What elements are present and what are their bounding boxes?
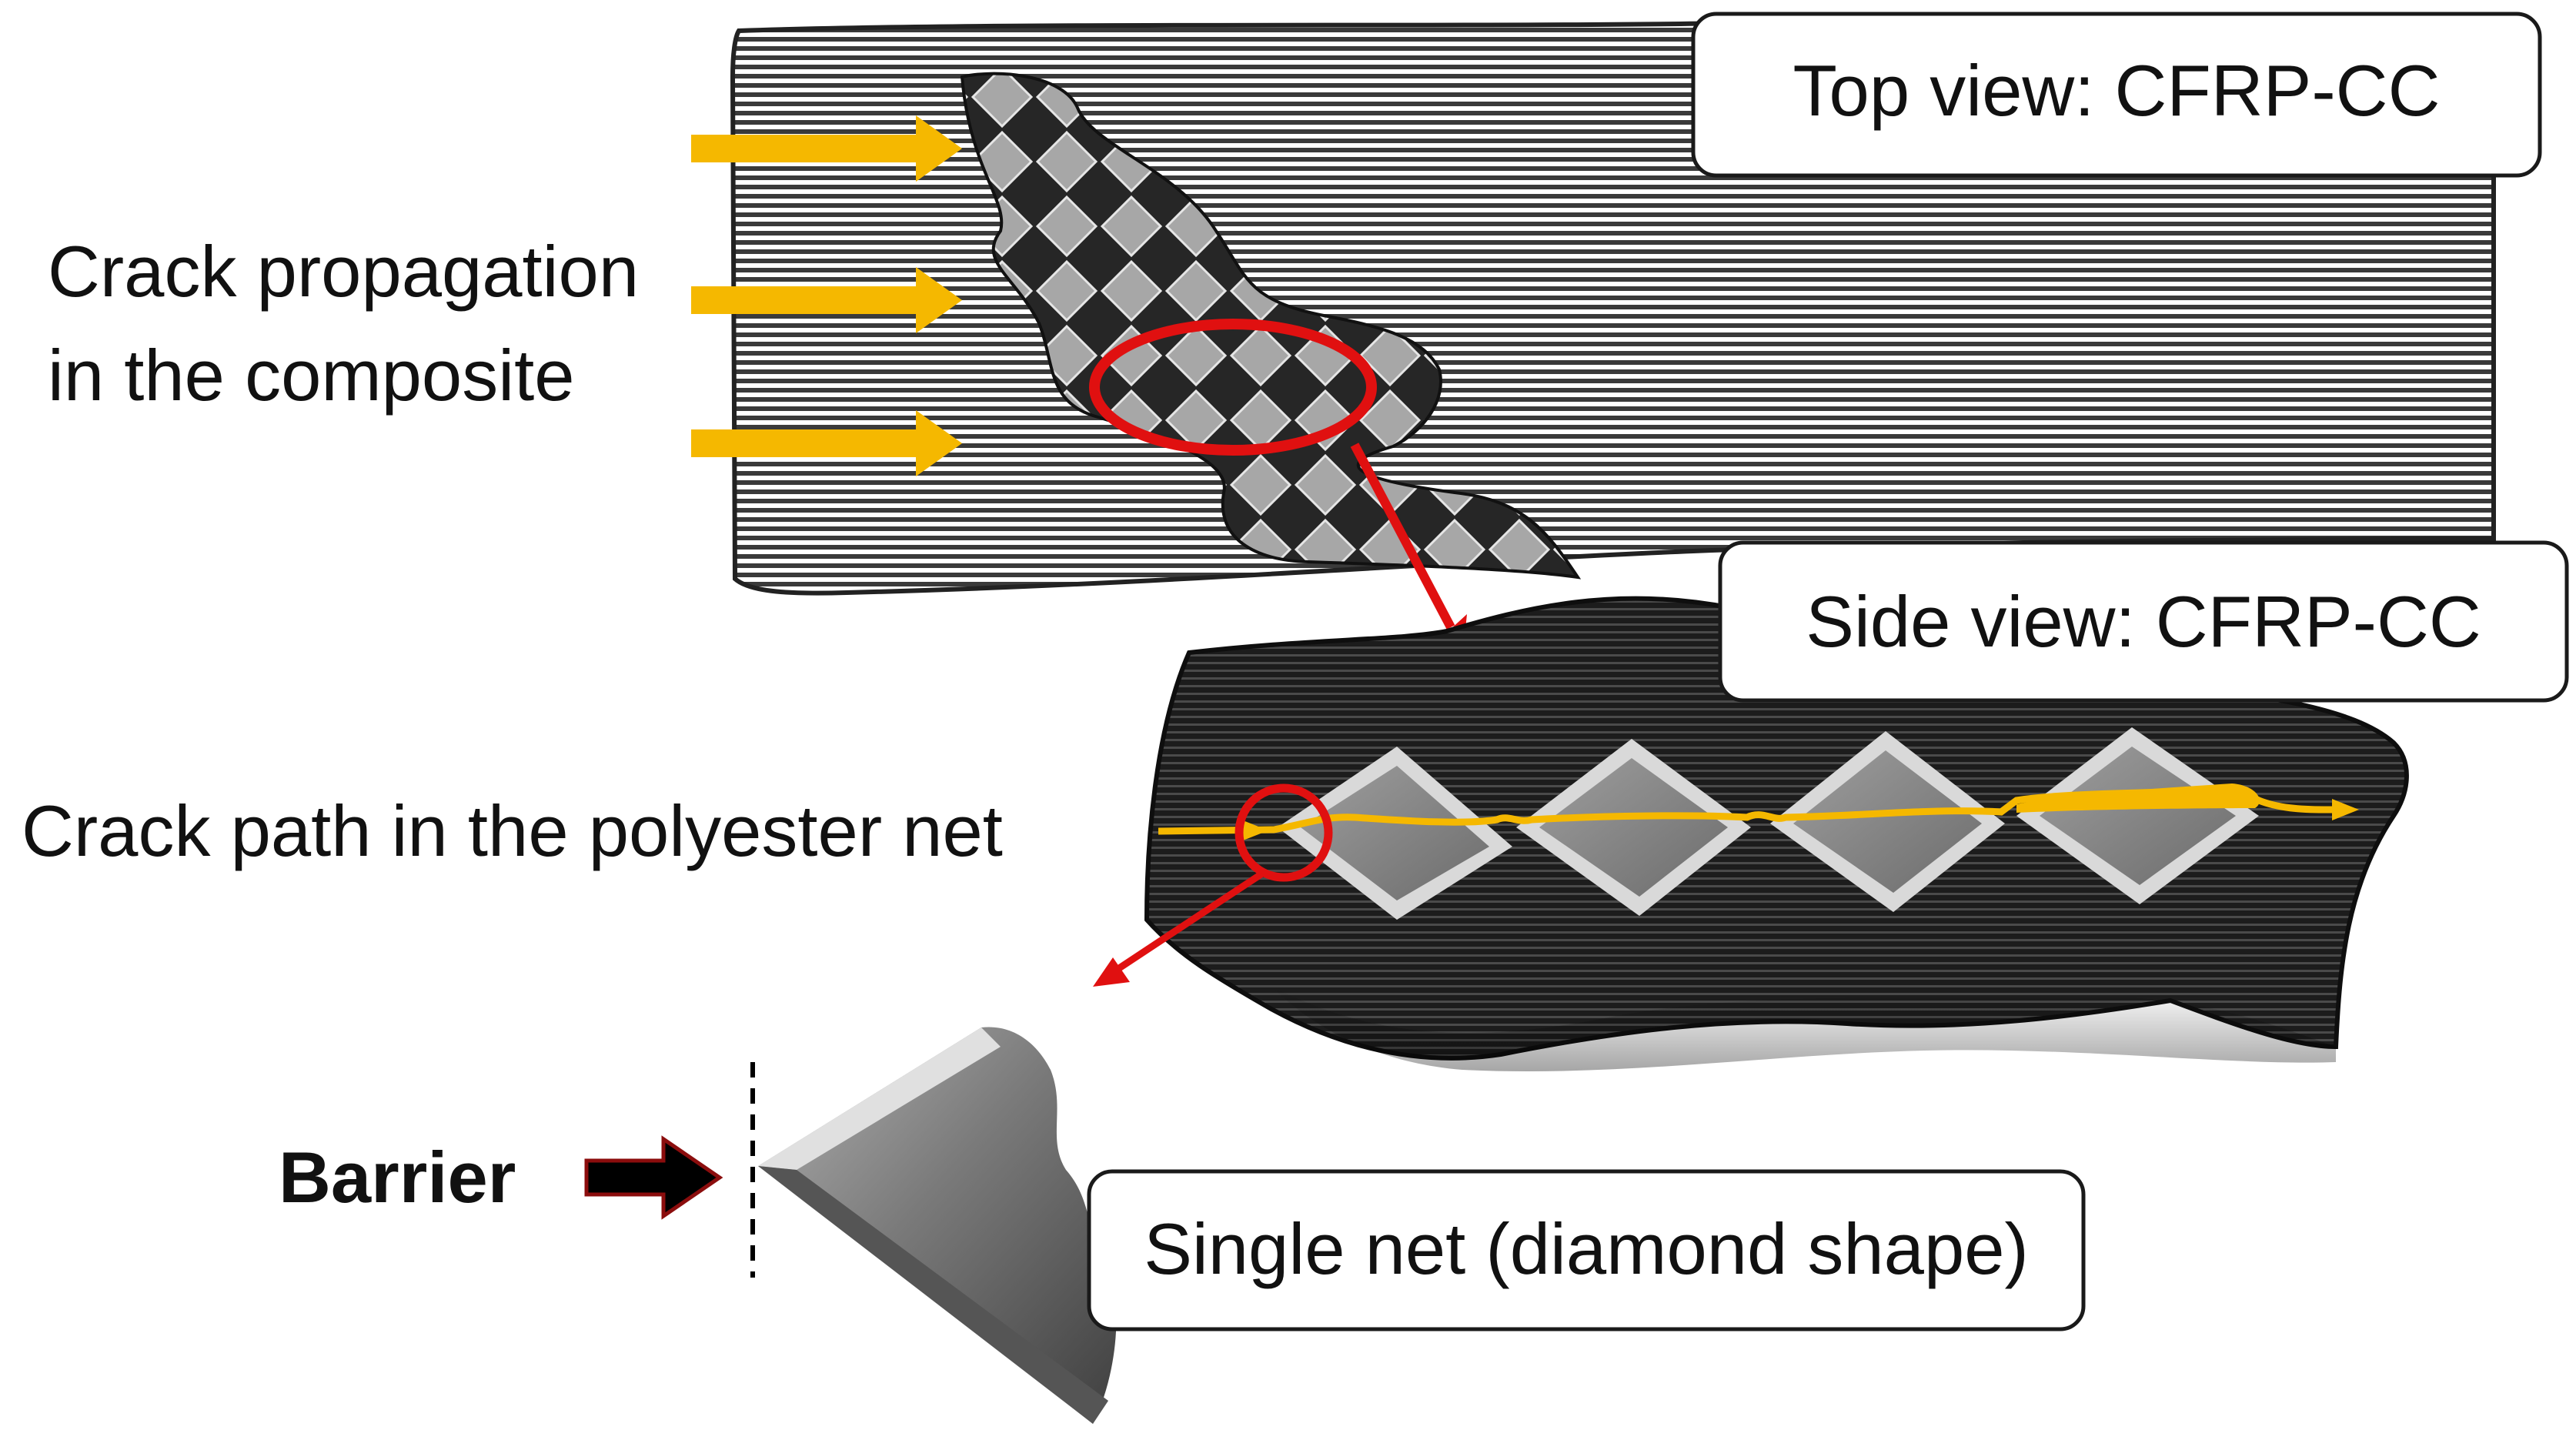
single-net-bevel-left (758, 1166, 1108, 1424)
top-view-label: Top view: CFRP-CC (1793, 50, 2441, 131)
right-arrow-icon (691, 410, 962, 476)
crack-highlight-circle (1089, 319, 1377, 456)
zoom-connector-line (1350, 443, 1455, 630)
barrier-highlight-circle (1235, 783, 1333, 882)
side-shadow (1270, 985, 2336, 1072)
propagation-arrows (691, 115, 962, 476)
side-diamond-2 (1516, 739, 1751, 916)
single-net-bevel-top (758, 1027, 1001, 1170)
crack-propagation-label-line1: Crack propagation (48, 231, 639, 312)
single-net-label: Single net (diamond shape) (1144, 1208, 2029, 1289)
crack-propagation-label-line2: in the composite (48, 335, 574, 416)
side-diamond-3 (1770, 731, 2005, 912)
single-net-detail (584, 1027, 1117, 1424)
crack-path-start-arrowhead (1243, 820, 1268, 840)
crack-path-arrowhead (2332, 799, 2359, 820)
side-view-callout: Side view: CFRP-CC (1718, 540, 2569, 703)
side-view-composite (1093, 596, 2409, 1072)
single-net-shape (758, 1027, 1117, 1424)
side-view-label: Side view: CFRP-CC (1806, 581, 2481, 662)
barrier-connector-arrowhead (1093, 957, 1130, 987)
side-diamond-1 (1278, 747, 1512, 920)
top-view-callout: Top view: CFRP-CC (1691, 12, 2542, 178)
right-arrow-icon (584, 1135, 723, 1220)
side-diamond-4 (2016, 727, 2259, 904)
single-net-callout: Single net (diamond shape) (1087, 1169, 2086, 1331)
barrier-connector-line (1112, 870, 1265, 974)
right-arrow-icon (691, 267, 962, 333)
barrier-label: Barrier (279, 1137, 516, 1218)
right-arrow-icon (691, 115, 962, 182)
crack-path-thick (2016, 783, 2260, 813)
crack-path-label: Crack path in the polyester net (22, 790, 1003, 871)
